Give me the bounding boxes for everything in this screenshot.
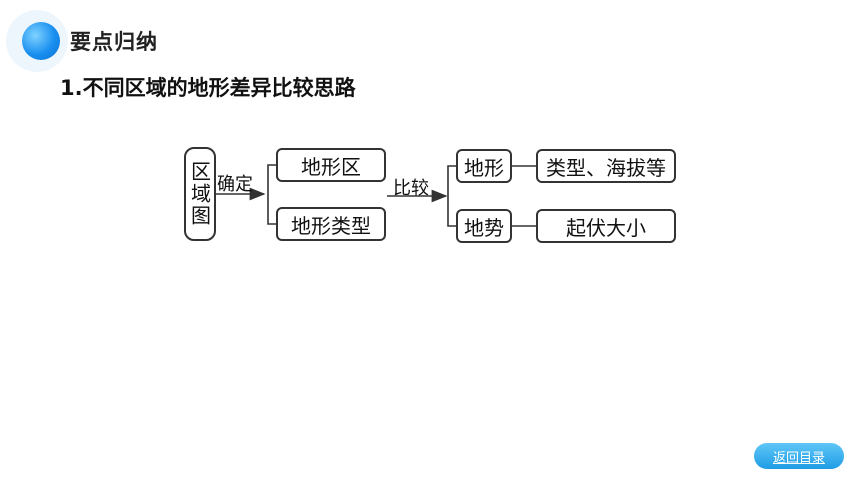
relief-box: 地势 — [456, 209, 512, 243]
page-subtitle: 1.不同区域的地形差异比较思路 — [60, 76, 356, 100]
logo-circle-icon — [22, 22, 60, 60]
terrain-type-box: 地形类型 — [276, 207, 386, 241]
terrain-box: 地形 — [456, 149, 512, 183]
back-to-contents-button[interactable]: 返回目录 — [754, 443, 844, 469]
edge-label-compare: 比较 — [393, 178, 429, 199]
bracket-aspects — [447, 165, 456, 227]
terrain-region-box: 地形区 — [276, 148, 386, 182]
edge-label-determine: 确定 — [217, 174, 253, 195]
terrain-detail-box: 类型、海拔等 — [536, 149, 676, 183]
section-title: 要点归纳 — [70, 30, 158, 54]
relief-detail-box: 起伏大小 — [536, 209, 676, 243]
region-map-box: 区域图 — [184, 147, 216, 241]
bracket-targets — [267, 164, 276, 225]
